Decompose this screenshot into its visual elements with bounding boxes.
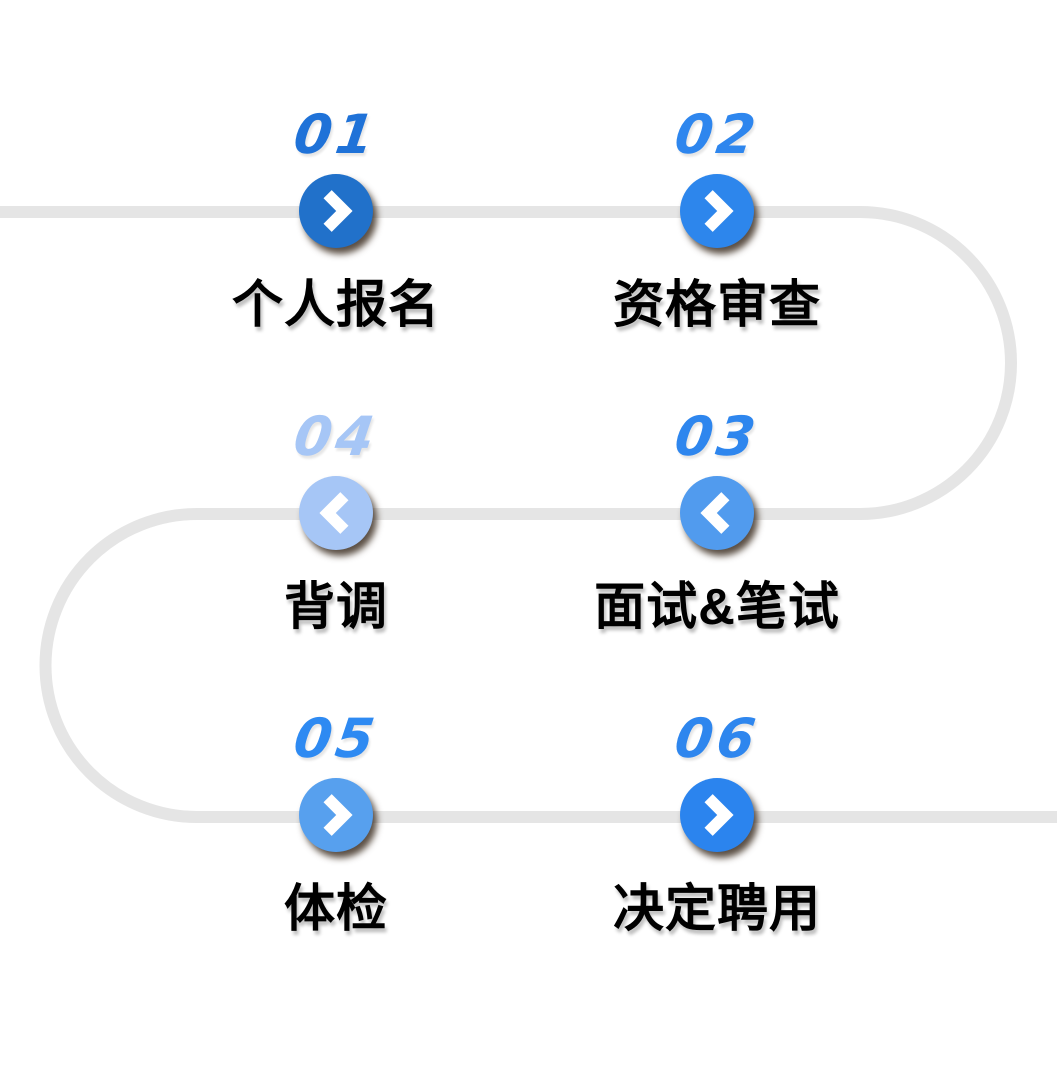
step-number: 03: [671, 405, 764, 468]
step-02-qualification-review: 02 资格审查: [567, 103, 867, 343]
chevron-right-icon: [323, 794, 353, 836]
step-number: 06: [671, 707, 764, 770]
chevron-right-icon: [323, 190, 353, 232]
step-03-interview-written-test: 03 面试&笔试: [567, 405, 867, 645]
step-node-circle: [299, 476, 373, 550]
step-label: 面试&笔试: [594, 578, 840, 635]
step-label: 决定聘用: [612, 880, 821, 937]
chevron-right-icon: [704, 190, 734, 232]
step-node-circle: [299, 174, 373, 248]
step-node-circle: [299, 778, 373, 852]
step-label: 体检: [283, 880, 388, 937]
step-label: 个人报名: [231, 276, 440, 333]
step-number: 01: [290, 103, 383, 166]
step-04-background-check: 04 背调: [186, 405, 486, 645]
chevron-left-icon: [319, 492, 349, 534]
chevron-right-icon: [704, 794, 734, 836]
step-05-physical-exam: 05 体检: [186, 707, 486, 947]
step-node-circle: [680, 476, 754, 550]
step-01-apply: 01 个人报名: [186, 103, 486, 343]
step-number: 04: [290, 405, 383, 468]
step-label: 资格审查: [612, 276, 821, 333]
flow-connector-path: [0, 206, 1057, 823]
chevron-left-icon: [700, 492, 730, 534]
step-number: 05: [290, 707, 383, 770]
step-node-circle: [680, 778, 754, 852]
step-number: 02: [671, 103, 764, 166]
step-node-circle: [680, 174, 754, 248]
step-label: 背调: [283, 578, 388, 635]
step-06-hiring-decision: 06 决定聘用: [567, 707, 867, 947]
